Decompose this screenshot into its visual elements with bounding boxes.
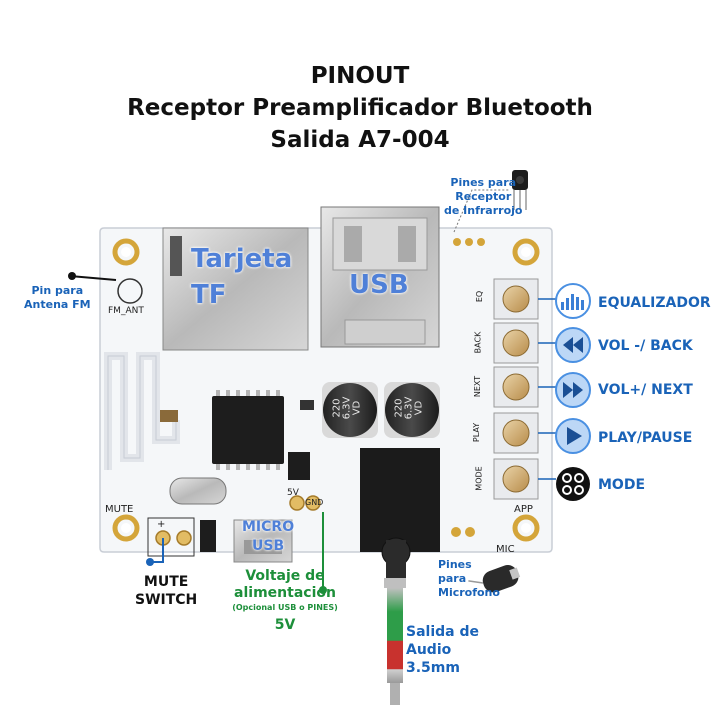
- equalizer-icon: [555, 283, 591, 319]
- silk-next: NEXT: [473, 375, 483, 398]
- mute-switch-annotation: MUTE SWITCH: [135, 573, 197, 609]
- button-label-equalizer: EQUALIZADOR: [598, 295, 711, 311]
- audio-out-annotation: Salida de Audio 3.5mm: [406, 623, 479, 677]
- silk-back: BACK: [473, 331, 483, 354]
- silk-plus: +: [157, 519, 166, 530]
- mute-text-1: MUTE: [143, 574, 189, 590]
- label-tf: TF: [191, 280, 227, 310]
- ir-text-3: de Infrarrojo: [444, 204, 523, 217]
- power-text-2: alimentacion: [234, 585, 336, 601]
- button-label-back: VOL -/ BACK: [598, 338, 693, 354]
- silk-app: APP: [514, 504, 533, 515]
- ir-text-1: Pines para: [450, 176, 517, 189]
- ir-text-2: Receptor: [455, 190, 512, 203]
- label-micro: MICRO: [242, 519, 295, 535]
- power-text-4: 5V: [274, 617, 296, 633]
- mic-text-1: Pines: [438, 558, 472, 571]
- capacitor-right-label: 220 6.3V VD: [393, 396, 425, 420]
- silk-mute: MUTE: [105, 504, 134, 515]
- tact-buttons: [493, 278, 539, 500]
- fm-annotation: Pin para Antena FM: [24, 284, 91, 312]
- rewind-icon: [555, 327, 591, 363]
- label-micro-usb: USB: [252, 538, 285, 554]
- title-line-3: Salida A7-004: [270, 127, 450, 153]
- microphone-icon: [468, 565, 521, 593]
- play-icon: [555, 418, 591, 454]
- mic-text-3: Microfono: [438, 586, 500, 599]
- title-line-1: PINOUT: [310, 63, 410, 89]
- mic-annotation: Pines para Microfono: [438, 558, 500, 600]
- ir-annotation: Pines para Receptor de Infrarrojo: [444, 176, 522, 218]
- button-label-play: PLAY/PAUSE: [598, 430, 693, 446]
- silk-5v: 5V: [287, 488, 299, 498]
- mic-text-2: para: [438, 572, 467, 585]
- mute-text-2: SWITCH: [135, 592, 198, 608]
- silk-fm-ant: FM_ANT: [108, 306, 144, 316]
- silk-play: PLAY: [472, 422, 482, 443]
- audio-text-3: 3.5mm: [406, 660, 460, 676]
- capacitor-left: [322, 382, 378, 438]
- silk-eq: EQ: [475, 290, 485, 303]
- power-text-3: (Opcional USB o PINES): [232, 603, 338, 612]
- silk-mode: MODE: [474, 466, 484, 491]
- button-label-mode: MODE: [598, 477, 646, 493]
- button-label-next: VOL+/ NEXT: [598, 382, 693, 398]
- label-usb: USB: [349, 270, 409, 300]
- power-annotation: Voltaje de alimentacion (Opcional USB o …: [214, 568, 356, 634]
- audio-text-2: Audio: [406, 642, 452, 658]
- capacitor-right: [384, 382, 440, 438]
- silk-mic: MIC: [496, 544, 515, 555]
- audio-text-1: Salida de: [406, 624, 479, 640]
- fm-text-2: Antena FM: [24, 298, 91, 311]
- power-text-1: Voltaje de: [245, 568, 325, 584]
- fm-text-1: Pin para: [31, 284, 84, 297]
- fast-forward-icon: [555, 372, 591, 408]
- capacitor-left-label: 220 6.3V VD: [331, 396, 363, 420]
- title-line-2: Receptor Preamplificador Bluetooth: [127, 95, 593, 121]
- label-tarjeta: Tarjeta: [191, 244, 293, 274]
- mode-icon: [556, 467, 590, 501]
- silk-gnd: GND: [305, 498, 324, 507]
